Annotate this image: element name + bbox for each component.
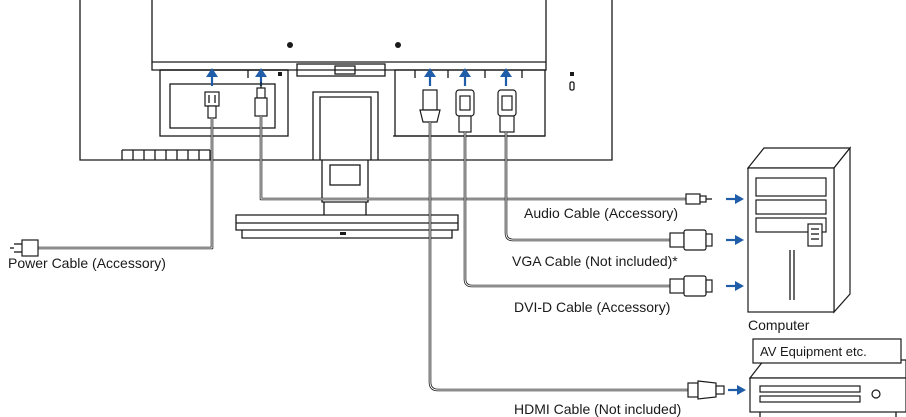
- arrow-vga-computer: [726, 235, 744, 245]
- kensington-lock-icon: [569, 72, 575, 91]
- power-plug-end-icon: [10, 239, 39, 257]
- arrow-hdmi-av: [728, 385, 746, 395]
- arrow-audio-computer: [726, 194, 744, 204]
- hdmi-cable-label: HDMI Cable (Not included): [514, 401, 681, 417]
- monitor-back: [79, 0, 613, 161]
- arrow-dvi-port: [459, 68, 471, 86]
- computer-tower: [746, 146, 852, 314]
- audio-cable: [259, 116, 744, 205]
- av-equipment: [748, 338, 906, 417]
- audio-plug-end-icon: [685, 193, 712, 205]
- power-cable: [10, 118, 214, 257]
- screw-left: [287, 42, 293, 48]
- arrow-dvi-computer: [726, 281, 744, 291]
- hdmi-cable: [428, 122, 746, 400]
- vga-connector-icon: [497, 89, 517, 133]
- screw-right: [395, 42, 401, 48]
- vga-cable: [504, 132, 744, 251]
- av-equipment-label: AV Equipment etc.: [760, 344, 867, 359]
- audio-jack-icon: [254, 82, 268, 117]
- dvid-cable-label: DVI-D Cable (Accessory): [514, 299, 670, 315]
- dvi-plug-end-icon: [669, 275, 713, 297]
- arrow-vga-port: [500, 68, 512, 86]
- power-plug-icon: [204, 91, 220, 119]
- power-cable-label: Power Cable (Accessory): [8, 255, 166, 271]
- dvi-connector-icon: [455, 89, 475, 133]
- vga-plug-end-icon: [669, 229, 713, 251]
- dvid-cable: [463, 132, 744, 297]
- hdmi-plug-end-icon: [687, 380, 725, 400]
- vga-cable-label: VGA Cable (Not included)*: [512, 253, 678, 269]
- arrow-hdmi-port: [424, 68, 436, 86]
- audio-cable-label: Audio Cable (Accessory): [524, 205, 678, 221]
- arrow-power-port: [206, 68, 218, 86]
- port-arrows: [206, 68, 523, 86]
- monitor-stand: [235, 91, 459, 239]
- computer-label: Computer: [748, 317, 810, 333]
- hdmi-connector-icon: [419, 89, 441, 123]
- vent-slots: [121, 149, 211, 160]
